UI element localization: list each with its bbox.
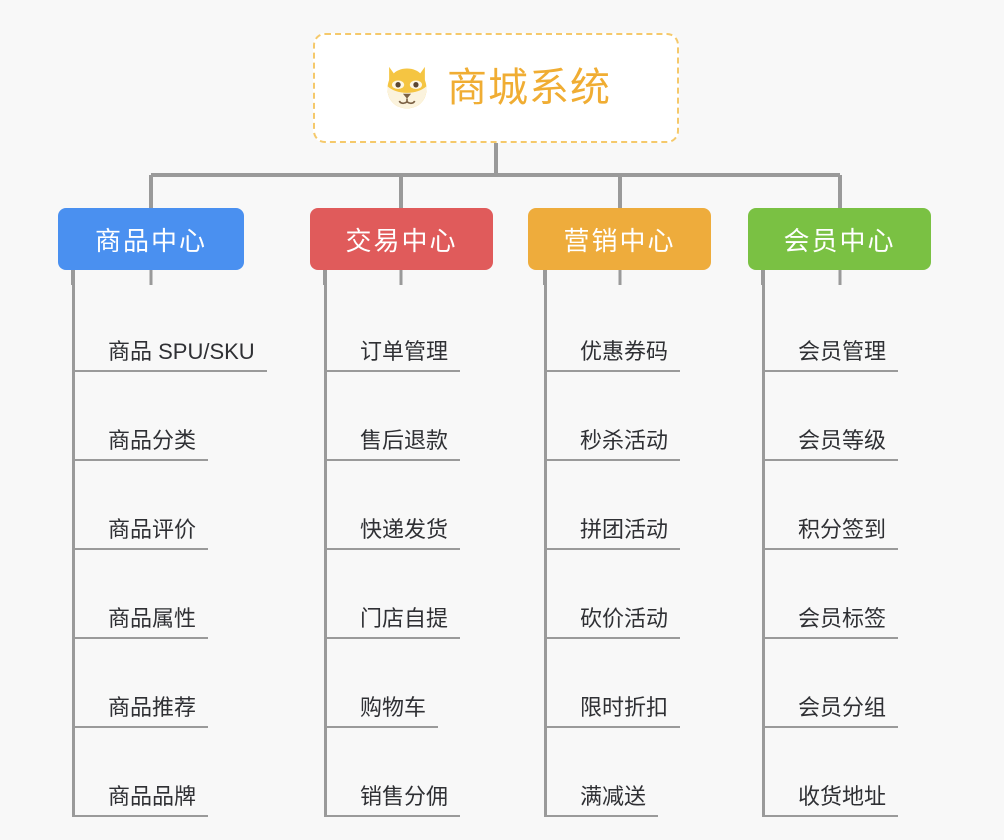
leaf-label: 限时折扣: [547, 695, 681, 728]
leaf-item[interactable]: 限时折扣: [547, 639, 681, 728]
leaf-item[interactable]: 积分签到: [765, 461, 899, 550]
leaf-list-1: 订单管理 售后退款 快递发货 门店自提 购物车 销售分佣: [324, 283, 461, 817]
leaf-label: 收货地址: [765, 784, 899, 817]
leaf-label: 商品推荐: [75, 695, 209, 728]
leaf-item[interactable]: 售后退款: [327, 372, 461, 461]
leaf-item[interactable]: 秒杀活动: [547, 372, 681, 461]
leaf-item[interactable]: 会员标签: [765, 550, 899, 639]
leaf-label: 优惠券码: [547, 339, 681, 372]
shiba-dog-icon: [387, 66, 427, 109]
leaf-label: 商品品牌: [75, 784, 209, 817]
leaf-list-2: 优惠券码 秒杀活动 拼团活动 砍价活动 限时折扣 满减送: [544, 283, 681, 817]
leaf-label: 商品分类: [75, 428, 209, 461]
root-node[interactable]: 商城系统: [313, 33, 679, 143]
leaf-item[interactable]: 门店自提: [327, 550, 461, 639]
leaf-item[interactable]: 会员管理: [765, 283, 899, 372]
leaf-list-0: 商品 SPU/SKU 商品分类 商品评价 商品属性 商品推荐 商品品牌: [72, 283, 267, 817]
category-label-0: 商品中心: [94, 225, 207, 256]
leaf-item[interactable]: 会员分组: [765, 639, 899, 728]
branch-商品中心: 商品中心: [58, 208, 246, 270]
branch-会员中心: 会员中心: [748, 208, 936, 270]
leaf-label: 拼团活动: [547, 517, 681, 550]
leaf-label: 购物车: [327, 695, 439, 728]
category-node-3[interactable]: 会员中心: [748, 208, 931, 270]
leaf-label: 销售分佣: [327, 784, 461, 817]
leaf-item[interactable]: 商品品牌: [75, 728, 267, 817]
leaf-label: 会员等级: [765, 428, 899, 461]
leaf-label: 满减送: [547, 784, 659, 817]
leaf-item[interactable]: 砍价活动: [547, 550, 681, 639]
branch-交易中心: 交易中心: [310, 208, 498, 270]
leaf-label: 秒杀活动: [547, 428, 681, 461]
category-node-0[interactable]: 商品中心: [58, 208, 244, 270]
leaf-label: 售后退款: [327, 428, 461, 461]
category-node-1[interactable]: 交易中心: [310, 208, 493, 270]
leaf-item[interactable]: 快递发货: [327, 461, 461, 550]
category-label-2: 营销中心: [563, 225, 676, 256]
leaf-item[interactable]: 商品评价: [75, 461, 267, 550]
leaf-item[interactable]: 销售分佣: [327, 728, 461, 817]
leaf-item[interactable]: 订单管理: [327, 283, 461, 372]
leaf-label: 商品评价: [75, 517, 209, 550]
leaf-label: 商品属性: [75, 606, 209, 639]
leaf-item[interactable]: 优惠券码: [547, 283, 681, 372]
category-node-2[interactable]: 营销中心: [528, 208, 711, 270]
leaf-label: 会员分组: [765, 695, 899, 728]
category-label-3: 会员中心: [783, 225, 896, 256]
leaf-item[interactable]: 商品推荐: [75, 639, 267, 728]
leaf-label: 快递发货: [327, 517, 461, 550]
category-label-1: 交易中心: [345, 225, 458, 256]
leaf-label: 会员管理: [765, 339, 899, 372]
leaf-label: 会员标签: [765, 606, 899, 639]
leaf-item[interactable]: 收货地址: [765, 728, 899, 817]
leaf-item[interactable]: 商品属性: [75, 550, 267, 639]
leaf-label: 商品 SPU/SKU: [75, 339, 267, 372]
leaf-label: 订单管理: [327, 339, 461, 372]
leaf-item[interactable]: 拼团活动: [547, 461, 681, 550]
branch-营销中心: 营销中心: [528, 208, 716, 270]
leaf-item[interactable]: 满减送: [547, 728, 680, 817]
leaf-item[interactable]: 商品分类: [75, 372, 267, 461]
leaf-label: 砍价活动: [547, 606, 681, 639]
leaf-label: 门店自提: [327, 606, 461, 639]
leaf-item[interactable]: 商品 SPU/SKU: [75, 283, 267, 372]
root-title: 商城系统: [447, 66, 611, 110]
leaf-item[interactable]: 购物车: [327, 639, 460, 728]
leaf-item[interactable]: 会员等级: [765, 372, 899, 461]
leaf-list-3: 会员管理 会员等级 积分签到 会员标签 会员分组 收货地址: [762, 283, 899, 817]
leaf-label: 积分签到: [765, 517, 899, 550]
